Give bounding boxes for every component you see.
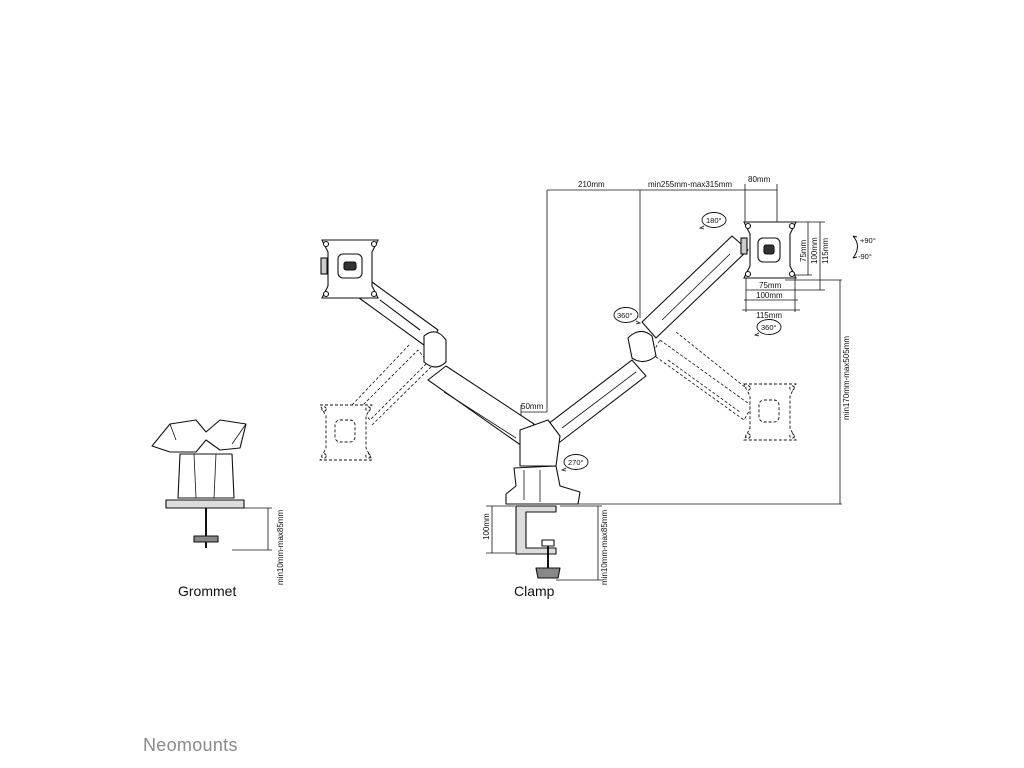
dim-vesa-115-vertical: 115mm <box>821 238 830 264</box>
dim-vesa-75-horizontal: 75mm <box>759 281 782 290</box>
dim-clamp-desk: min10mm-max85mm <box>600 510 609 585</box>
angle-badge-360-right: 360° <box>753 319 782 337</box>
right-arm <box>547 235 757 443</box>
dim-vesa-115-horizontal: 115mm <box>756 311 782 320</box>
right-monitor-plate-lower <box>743 383 797 441</box>
tilt-up-label: +90° <box>860 236 876 245</box>
right-monitor-plate-upper <box>740 221 797 279</box>
dimension-lines <box>232 184 842 581</box>
angle-badge-270: 270° <box>560 454 589 472</box>
svg-text:180°: 180° <box>706 216 722 225</box>
grommet-caption: Grommet <box>178 583 237 599</box>
dim-vesa-top: 80mm <box>748 175 771 184</box>
dim-pole-offset: 50mm <box>521 402 544 411</box>
svg-text:360°: 360° <box>617 311 633 320</box>
angle-badge-360-left: 360° <box>613 307 642 325</box>
center-pole-clamp <box>505 419 581 579</box>
dim-height-range: min170mm-max505mm <box>842 336 851 420</box>
left-arm <box>351 281 535 447</box>
brand-logo-text: Neomounts <box>143 735 238 755</box>
dim-vesa-75-vertical: 75mm <box>799 239 808 262</box>
dim-vesa-100-vertical: 100mm <box>810 237 819 264</box>
svg-text:360°: 360° <box>761 323 777 332</box>
dim-clamp-height: 100mm <box>482 513 491 540</box>
left-monitor-plate-lower <box>319 404 373 461</box>
left-monitor-plate-upper <box>320 239 379 299</box>
dim-reach-base: 210mm <box>578 180 605 189</box>
tilt-indicator: +90° -90° <box>852 235 876 261</box>
dim-reach-range: min255mm-max315mm <box>648 180 732 189</box>
clamp-caption: Clamp <box>514 583 555 599</box>
svg-text:270°: 270° <box>568 458 584 467</box>
tilt-down-label: -90° <box>858 252 872 261</box>
angle-badge-180: 180° <box>698 212 727 230</box>
dim-grommet-desk: min10mm-max85mm <box>276 510 285 585</box>
dim-vesa-100-horizontal: 100mm <box>756 291 783 300</box>
grommet-mount <box>151 419 247 548</box>
